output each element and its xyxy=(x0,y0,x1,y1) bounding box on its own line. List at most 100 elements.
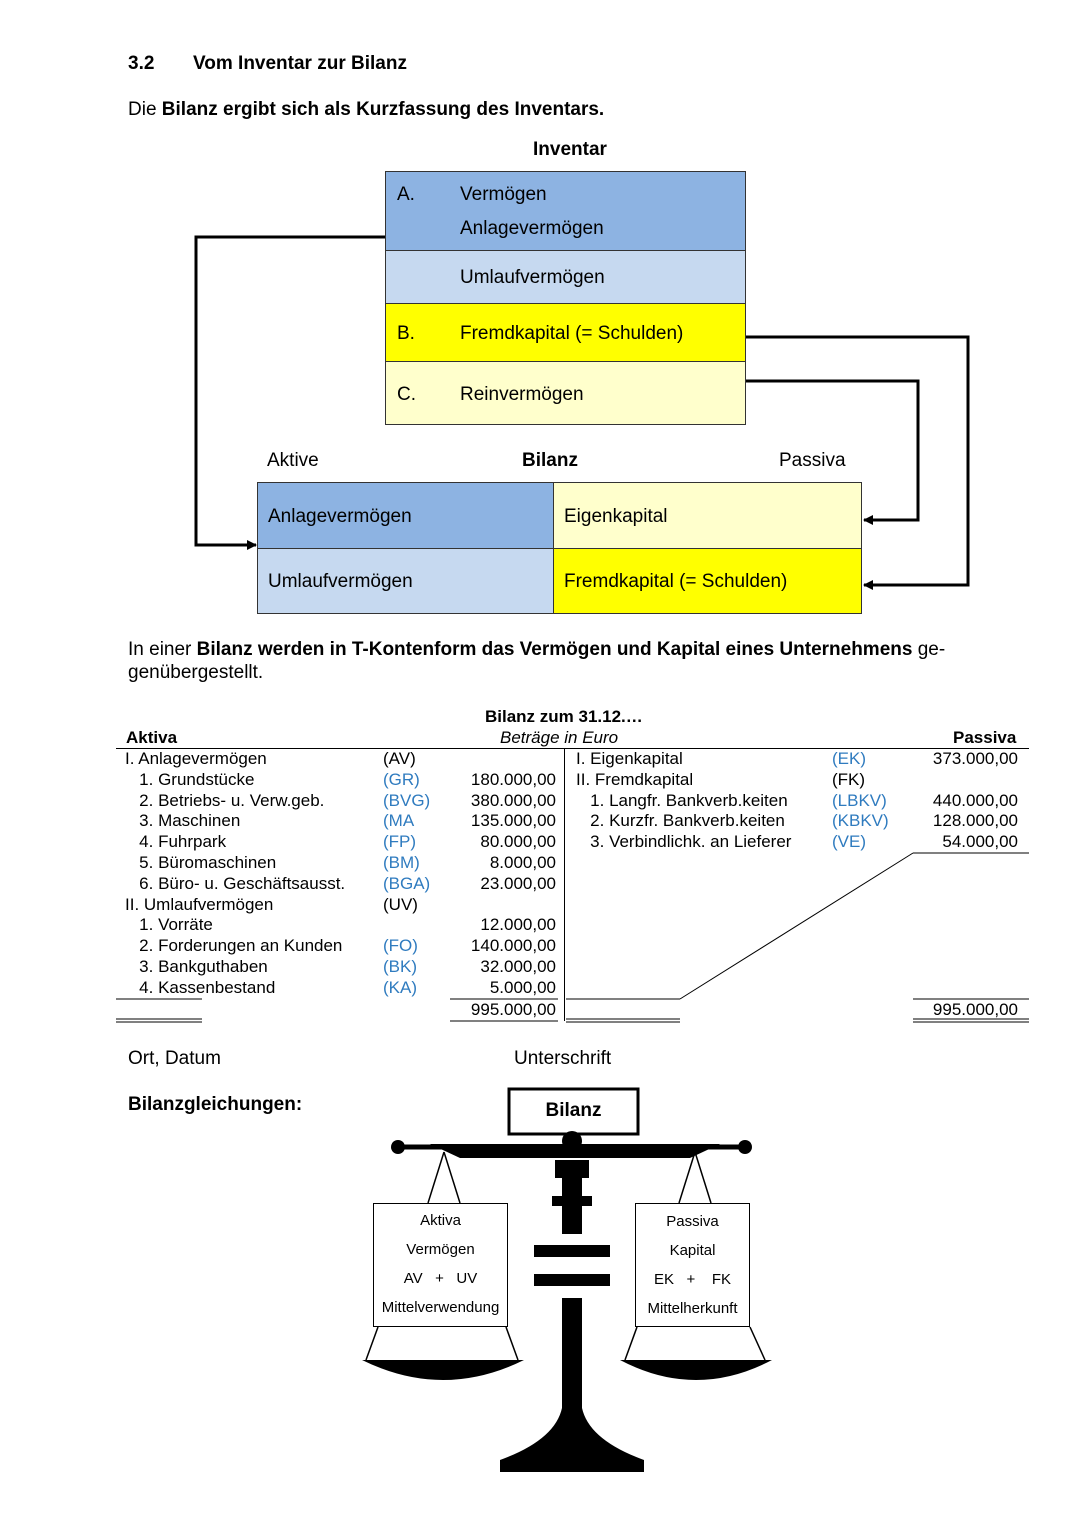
balance-row-label: 2. Betriebs- u. Verw.geb. xyxy=(125,790,325,810)
inventar-row-rein: C. Reinvermögen xyxy=(385,361,746,425)
balance-row-value: 54.000,00 xyxy=(942,832,1018,852)
balance-row-label: 1. Langfr. Bankverb.keiten xyxy=(576,790,788,810)
balance-row-abbr: (AV) xyxy=(383,749,416,768)
total-aktiva: 995.000,00 xyxy=(470,1000,556,1019)
balance-row-label: I. Anlagevermögen xyxy=(125,749,267,768)
balance-row-abbr: (FO) xyxy=(383,936,418,956)
bilanz-eigen-label: Eigenkapital xyxy=(564,506,668,527)
balance-row-abbr: (LBKV) xyxy=(832,790,887,810)
aktiva-box: Aktiva Vermögen AV + UV Mittelverwendung xyxy=(373,1203,508,1327)
balance-row-label: I. Eigenkapital xyxy=(576,749,683,768)
bilanz-anlage-label: Anlagevermögen xyxy=(268,506,412,527)
balance-row-label: 2. Forderungen an Kunden xyxy=(125,936,343,956)
passiva-box-formula: EK + FK xyxy=(653,1271,732,1288)
balance-row-value: 140.000,00 xyxy=(470,936,556,956)
balance-row-label: 3. Verbindlichk. an Lieferer xyxy=(576,832,792,852)
intro-text: Die Bilanz ergibt sich als Kurzfassung d… xyxy=(128,99,604,121)
balance-row-label: 3. Bankguthaben xyxy=(125,957,268,976)
inventar-vermoegen: Vermögen xyxy=(460,184,547,205)
balance-row-abbr: (VE) xyxy=(832,832,866,852)
balance-row-abbr: (EK) xyxy=(832,749,866,768)
balance-title: Bilanz zum 31.12.… xyxy=(485,707,643,726)
aktiva-header: Aktiva xyxy=(126,728,178,747)
paragraph-post: ge- xyxy=(912,639,946,660)
bilanz-cell-umlauf: Umlaufvermögen xyxy=(257,548,554,614)
balance-row-value: 180.000,00 xyxy=(470,769,556,789)
balance-row-value: 12.000,00 xyxy=(480,915,556,935)
inventar-title: Inventar xyxy=(533,139,607,160)
place-date: Ort, Datum xyxy=(128,1048,221,1069)
aktiva-box-title: Aktiva xyxy=(420,1212,461,1229)
arrow-rein xyxy=(746,379,920,525)
intro-bold: Bilanz ergibt sich als Kurzfassung des I… xyxy=(161,99,605,120)
arrow-anlage xyxy=(194,235,385,550)
balance-row-abbr: (FK) xyxy=(832,769,866,789)
inventar-row-anlage: A. Vermögen Anlagevermögen xyxy=(385,171,746,251)
t-account-top-line xyxy=(116,748,1029,749)
balance-row-label: II. Umlaufvermögen xyxy=(125,894,274,914)
balance-row-label: 6. Büro- u. Geschäftsausst. xyxy=(125,873,346,893)
balance-row-value: 128.000,00 xyxy=(932,811,1018,831)
inventar-reinvermoegen: Reinvermögen xyxy=(460,384,584,405)
signature-label: Unterschrift xyxy=(514,1048,612,1069)
balance-row-label: 4. Kassenbestand xyxy=(125,977,276,997)
paragraph-bold: Bilanz werden in T-Kontenform das Vermög… xyxy=(196,639,913,660)
balance-row-abbr: (BK) xyxy=(383,957,417,976)
aktiva-box-mittelverwendung: Mittelverwendung xyxy=(381,1299,500,1316)
inventar-row-fremd: B. Fremdkapital (= Schulden) xyxy=(385,303,746,362)
inventar-letter-b: B. xyxy=(397,323,415,344)
scale-title: Bilanz xyxy=(545,1100,602,1121)
passiva-box-title: Passiva xyxy=(666,1213,719,1230)
balance-row-abbr: (BVG) xyxy=(383,790,431,810)
inventar-anlagevermoegen: Anlagevermögen xyxy=(460,218,604,239)
bilanz-cell-anlage: Anlagevermögen xyxy=(257,482,554,549)
passiva-box-kapital: Kapital xyxy=(669,1242,716,1259)
passiva-box-mittelherkunft: Mittelherkunft xyxy=(647,1300,738,1317)
intro-pre: Die xyxy=(128,99,162,120)
inventar-fremdkapital: Fremdkapital (= Schulden) xyxy=(460,323,684,344)
balance-row-label: 2. Kurzfr. Bankverb.keiten xyxy=(576,811,785,831)
balance-row-abbr: (FP) xyxy=(383,832,417,852)
balance-row-label: 3. Maschinen xyxy=(125,811,241,831)
balance-row-abbr: (KA) xyxy=(383,977,417,997)
equations-heading: Bilanzgleichungen: xyxy=(128,1094,303,1115)
inventar-umlaufvermoegen: Umlaufvermögen xyxy=(460,267,605,288)
balance-row-value: 440.000,00 xyxy=(932,790,1018,810)
bilanz-left-label: Aktive xyxy=(267,450,319,471)
balance-row-abbr: (BGA) xyxy=(383,873,431,893)
inventar-letter-c: C. xyxy=(397,384,416,405)
balance-row-value: 380.000,00 xyxy=(470,790,556,810)
balance-row-abbr: (BM) xyxy=(383,853,420,872)
balance-row-abbr: (MA xyxy=(383,811,415,831)
section-title: Vom Inventar zur Bilanz xyxy=(193,53,407,74)
balance-row-value: 23.000,00 xyxy=(480,873,556,893)
paragraph-line1: In einer Bilanz werden in T-Kontenform d… xyxy=(128,639,945,661)
bilanz-cell-fremd: Fremdkapital (= Schulden) xyxy=(553,548,862,614)
paragraph-line2: genübergestellt. xyxy=(128,662,264,683)
passiva-header: Passiva xyxy=(953,728,1017,747)
balance-row-value: 5.000,00 xyxy=(489,977,556,997)
balance-row-label: 5. Büromaschinen xyxy=(125,853,277,872)
inventar-letter-a: A. xyxy=(397,184,415,205)
paragraph-pre: In einer xyxy=(128,639,197,660)
balance-row-value: 135.000,00 xyxy=(470,811,556,831)
balance-row-label: II. Fremdkapital xyxy=(576,769,694,789)
connector-arrows xyxy=(194,235,970,590)
arrow-fremd xyxy=(746,335,970,590)
bilanz-diagram-title: Bilanz xyxy=(522,450,578,471)
closing-lines xyxy=(116,852,1029,1023)
aktiva-box-formula: AV + UV xyxy=(403,1270,478,1287)
balance-row-label: 4. Fuhrpark xyxy=(125,832,227,852)
bilanz-fremd-label: Fremdkapital (= Schulden) xyxy=(564,571,788,592)
balance-subtitle: Beträge in Euro xyxy=(500,728,619,747)
bilanz-cell-eigen: Eigenkapital xyxy=(553,482,862,549)
bilanz-right-label: Passiva xyxy=(779,450,846,471)
balance-row-abbr: (UV) xyxy=(383,894,418,914)
balance-row-value: 8.000,00 xyxy=(489,853,556,872)
balance-row-label: 1. Grundstücke xyxy=(125,769,255,789)
balance-row-value: 373.000,00 xyxy=(932,749,1018,768)
balance-row-value: 80.000,00 xyxy=(480,832,556,852)
t-account-center-line xyxy=(564,748,565,1021)
bilanz-umlauf-label: Umlaufvermögen xyxy=(268,571,413,592)
